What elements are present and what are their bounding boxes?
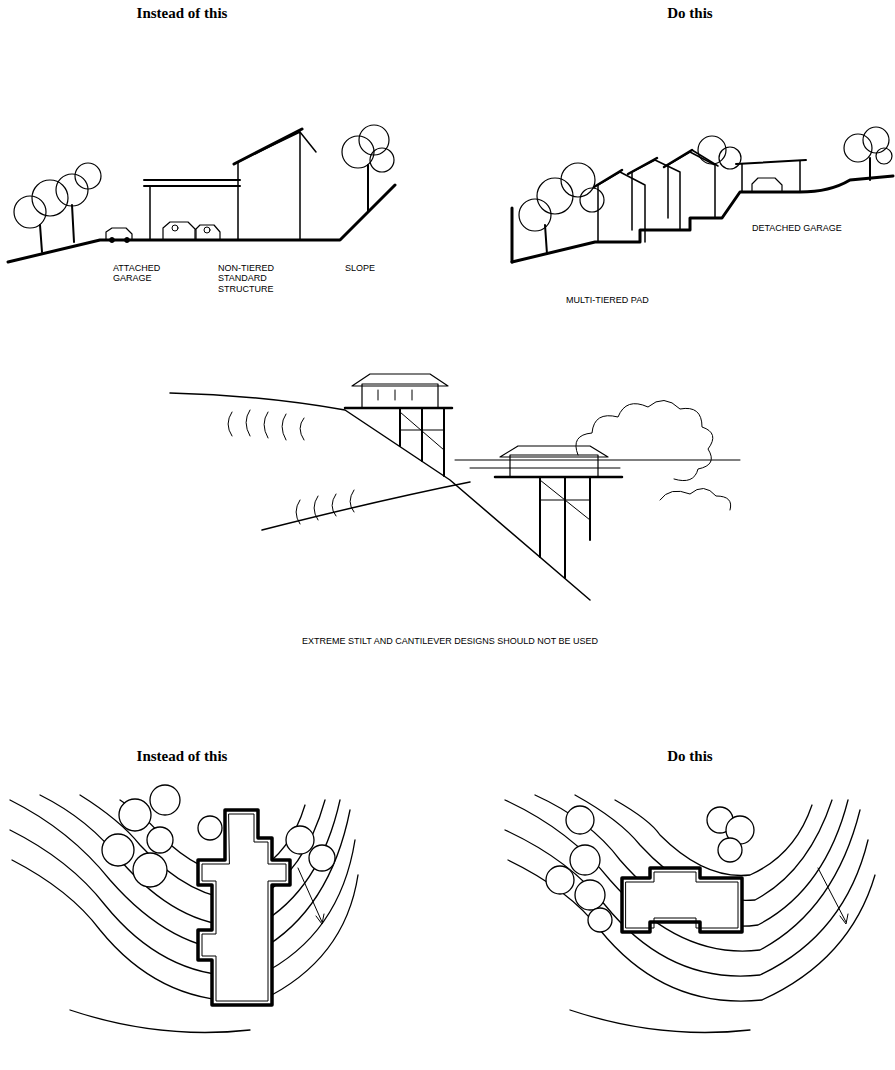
non-tiered-section: [8, 125, 395, 262]
panel-heading: Do this: [667, 5, 712, 22]
panel-heading: Instead of this: [137, 748, 228, 765]
panel-heading: Do this: [667, 748, 712, 765]
note-caption: EXTREME STILT AND CANTILEVER DESIGNS SHO…: [302, 636, 598, 646]
stilt-section: [170, 374, 740, 600]
part-label: SLOPE: [345, 263, 375, 273]
part-label: MULTI-TIERED PAD: [566, 295, 649, 305]
multi-tiered-section: [512, 127, 893, 262]
perpendicular-plan: [10, 785, 358, 1033]
panel-heading: Instead of this: [137, 5, 228, 22]
parallel-plan: [505, 795, 875, 1033]
part-label: NON-TIERED STANDARD STRUCTURE: [218, 263, 280, 294]
part-label: ATTACHED GARAGE: [113, 263, 168, 284]
part-label: DETACHED GARAGE: [752, 223, 842, 233]
